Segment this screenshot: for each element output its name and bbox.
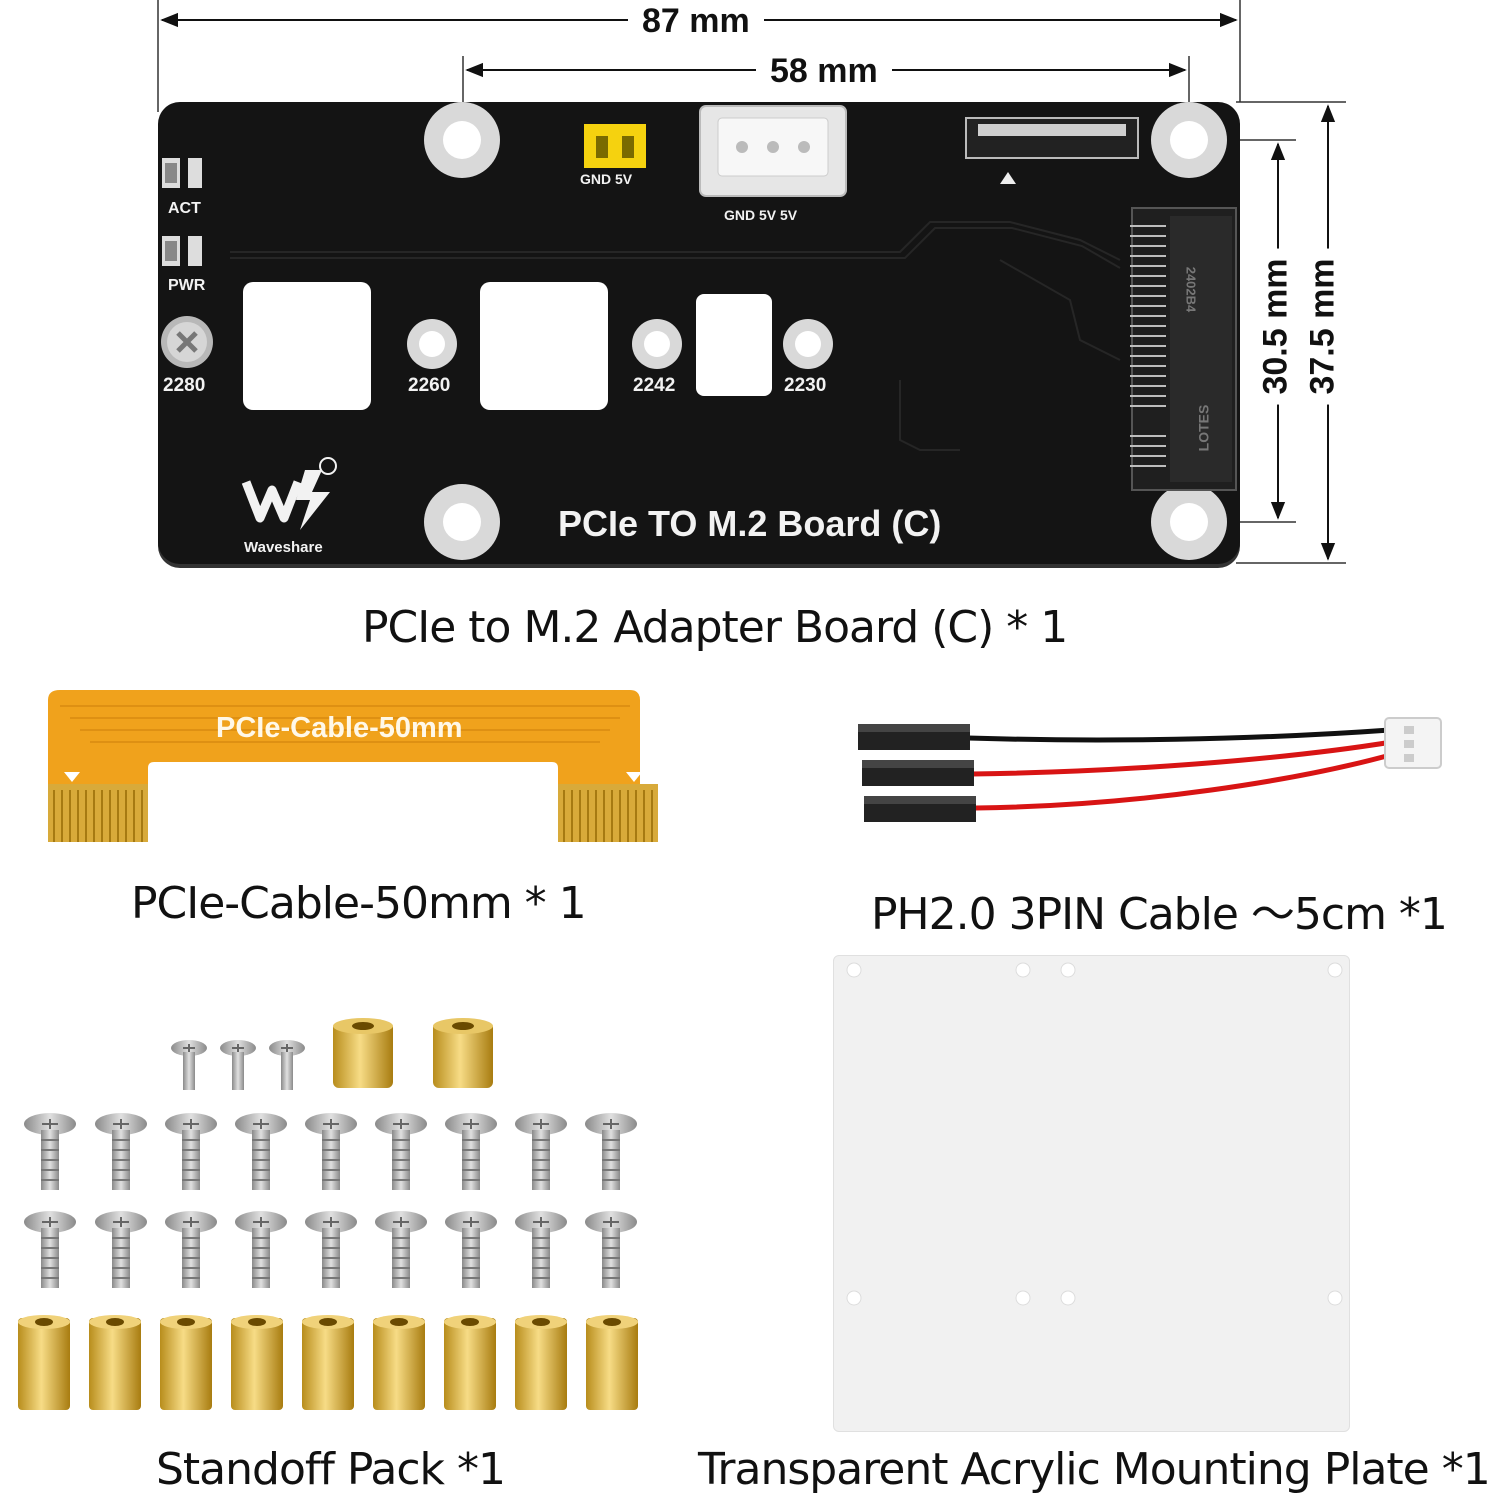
pcie-cable-label: PCIe-Cable-50mm (216, 712, 463, 744)
dimension-hole-spacing-x-label: 58 mm (756, 52, 892, 91)
size-2280-label: 2280 (163, 375, 206, 396)
jumper-label: GND 5V (580, 171, 633, 187)
dimension-width-label: 87 mm (628, 2, 764, 41)
caption-pcie-cable: PCIe-Cable-50mm * 1 (131, 878, 587, 929)
size-2260-label: 2260 (408, 375, 451, 396)
size-2230-label: 2230 (784, 375, 827, 396)
acrylic-plate (833, 955, 1350, 1432)
board-title: PCIe TO M.2 Board (C) (558, 503, 942, 544)
caption-ph-cable: PH2.0 3PIN Cable ～5cm *1 (871, 889, 1448, 940)
caption-adapter-board: PCIe to M.2 Adapter Board (C) * 1 (362, 602, 1068, 653)
caption-acrylic-plate: Transparent Acrylic Mounting Plate *1 (698, 1444, 1491, 1495)
caption-standoff-pack: Standoff Pack *1 (156, 1444, 506, 1495)
led-pwr-label: PWR (168, 277, 206, 294)
led-act-label: ACT (168, 200, 201, 217)
fan-connector-label: GND 5V 5V (724, 207, 798, 223)
brand-label: Waveshare (244, 539, 323, 556)
size-2242-label: 2242 (633, 375, 676, 396)
